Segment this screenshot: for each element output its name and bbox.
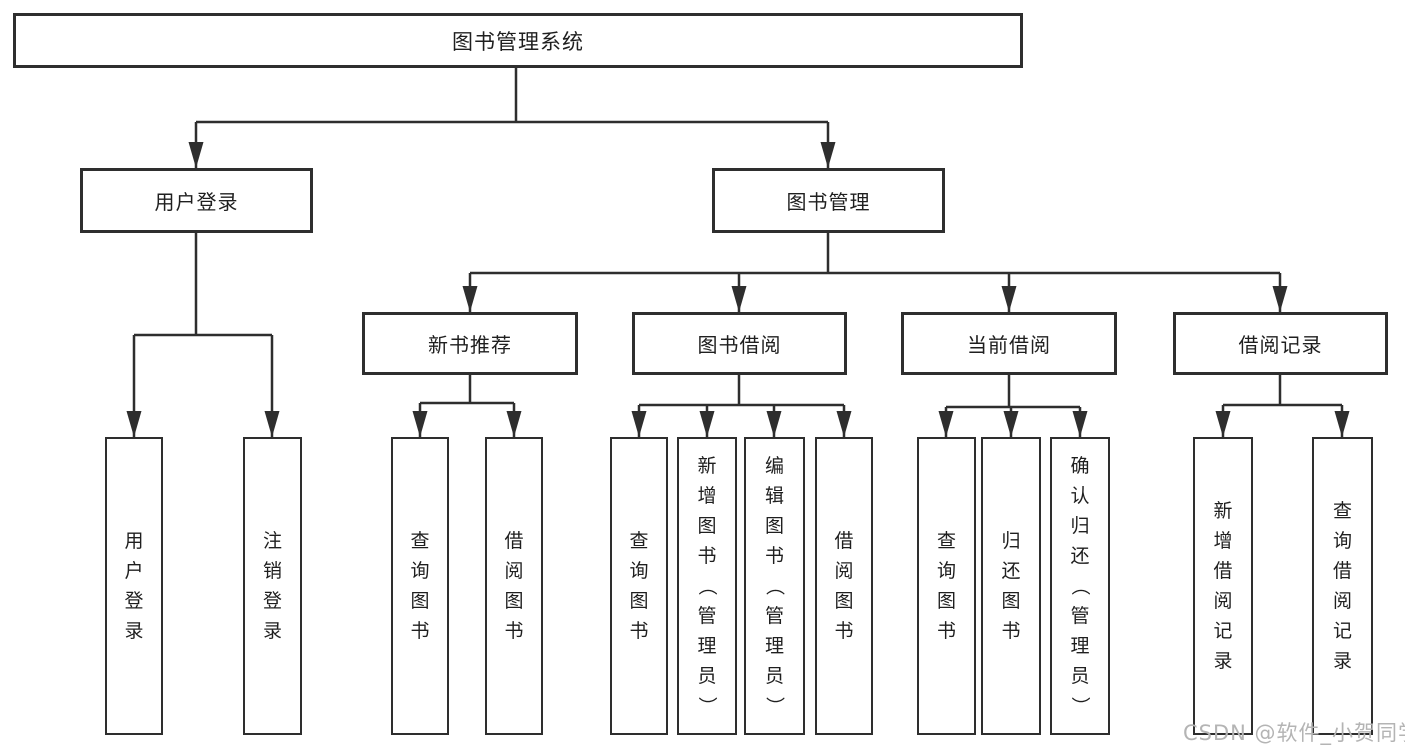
arrowhead: [188, 142, 204, 168]
leaf-query-book-borrow: 查询图书: [610, 437, 668, 735]
node-new-book-recommend: 新书推荐: [362, 312, 578, 375]
leaf-add-borrow-record: 新增借阅记录: [1193, 437, 1253, 735]
arrowhead: [631, 411, 647, 437]
arrowhead: [126, 411, 142, 437]
leaf-edit-book-admin: 编辑图书（管理员）: [744, 437, 805, 735]
arrowhead: [1272, 286, 1288, 312]
arrowhead: [766, 411, 782, 437]
arrowhead: [462, 286, 478, 312]
arrowhead: [938, 411, 954, 437]
arrowhead: [1001, 286, 1017, 312]
arrowhead: [731, 286, 747, 312]
node-user-login: 用户登录: [80, 168, 313, 233]
leaf-query-book-recommend: 查询图书: [391, 437, 449, 735]
node-borrow-record: 借阅记录: [1173, 312, 1388, 375]
arrowhead: [1003, 411, 1019, 437]
node-book-borrow: 图书借阅: [632, 312, 847, 375]
leaf-return-book: 归还图书: [981, 437, 1041, 735]
arrowhead: [1072, 411, 1088, 437]
leaf-confirm-return-admin: 确认归还（管理员）: [1050, 437, 1110, 735]
arrowhead: [820, 142, 836, 168]
arrowhead: [1215, 411, 1231, 437]
leaf-add-book-admin: 新增图书（管理员）: [677, 437, 737, 735]
leaf-query-book-current: 查询图书: [917, 437, 976, 735]
arrowhead: [506, 411, 522, 437]
leaf-query-borrow-record: 查询借阅记录: [1312, 437, 1373, 735]
watermark: CSDN @软件_小贺同学: [1183, 721, 1405, 745]
arrowhead: [836, 411, 852, 437]
arrowhead: [412, 411, 428, 437]
connector-path: [132, 68, 1344, 437]
node-current-borrow: 当前借阅: [901, 312, 1117, 375]
leaf-logout: 注销登录: [243, 437, 302, 735]
leaf-user-login: 用户登录: [105, 437, 163, 735]
arrowhead: [699, 411, 715, 437]
leaf-borrow-book: 借阅图书: [815, 437, 873, 735]
arrowhead: [264, 411, 280, 437]
node-system-root: 图书管理系统: [13, 13, 1023, 68]
arrowhead: [1334, 411, 1350, 437]
leaf-borrow-book-recommend: 借阅图书: [485, 437, 543, 735]
node-book-management: 图书管理: [712, 168, 945, 233]
